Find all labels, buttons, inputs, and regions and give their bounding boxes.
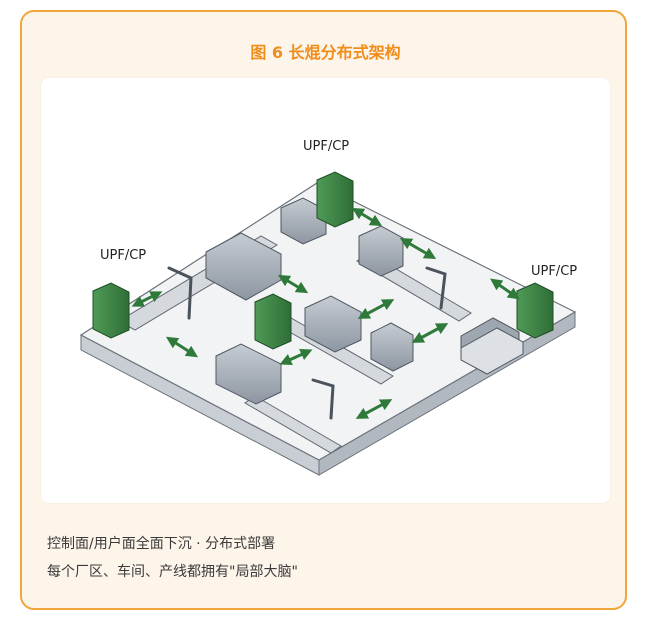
network-links (131, 207, 520, 419)
figure-title: 图 6 长焜分布式架构 (250, 43, 401, 62)
robot-arms (167, 266, 447, 420)
figure-card: 图 6 长焜分布式架构 (20, 10, 627, 610)
upf-label-top: UPF/CP (303, 139, 349, 154)
distributed-architecture-diagram: UPF/CP UPF/CP UPF/CP (79, 139, 577, 476)
server-rack-top (316, 171, 354, 228)
server-rack-left (92, 282, 130, 339)
caption-line-2: 每个厂区、车间、产线都拥有"局部大脑" (47, 564, 298, 580)
caption-line-1: 控制面/用户面全面下沉 · 分布式部署 (47, 536, 276, 552)
server-rack-center (254, 293, 292, 350)
server-rack-right (516, 282, 554, 339)
agv-cart (460, 327, 524, 375)
upf-label-right: UPF/CP (531, 264, 577, 279)
diagram-panel: UPF/CP UPF/CP UPF/CP (41, 78, 610, 503)
edge-servers (92, 171, 554, 350)
upf-label-left: UPF/CP (100, 248, 146, 263)
